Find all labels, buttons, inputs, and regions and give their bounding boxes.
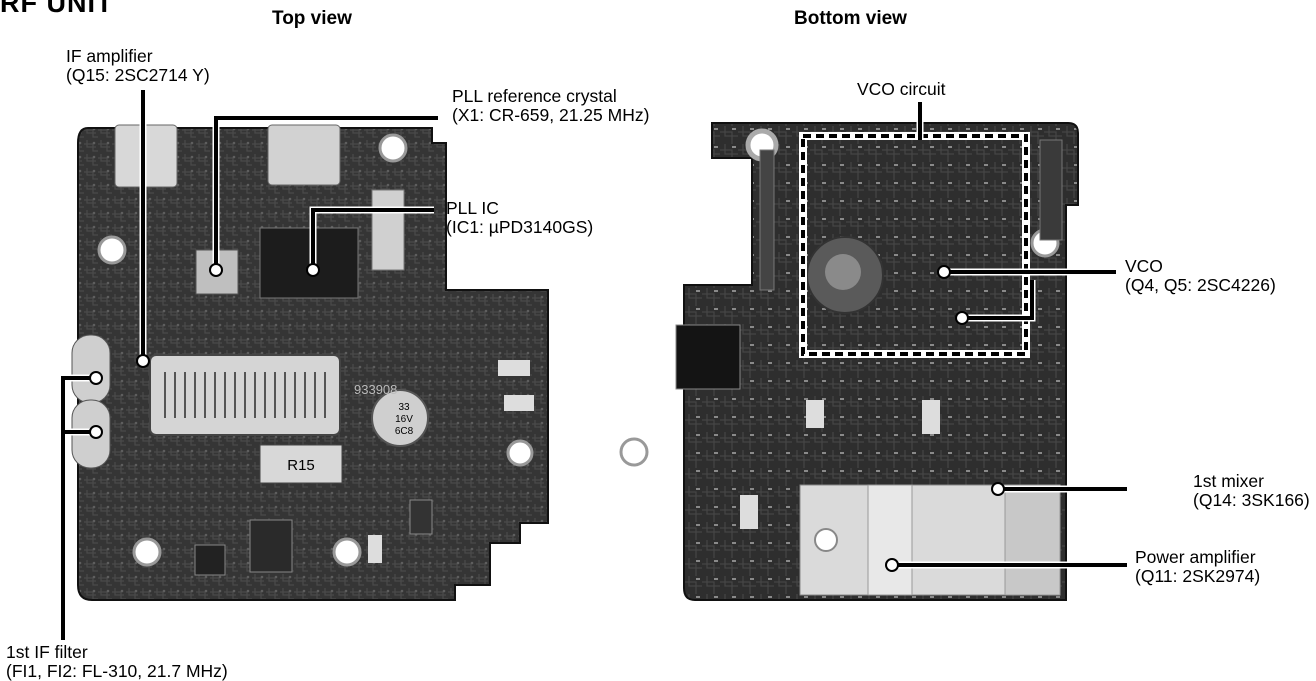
cap-marking: 6C8 <box>395 426 414 437</box>
label-vco: VCO (Q4, Q5: 2SC4226) <box>1125 257 1276 295</box>
label-vco-circuit: VCO circuit <box>857 80 945 99</box>
pin-row <box>1039 139 1063 241</box>
resistor-r15 <box>259 444 343 484</box>
bottom-view-board <box>619 122 1079 601</box>
pll-ic-component <box>259 227 359 299</box>
label-name: PLL reference crystal <box>452 86 617 106</box>
electrolytic-capacitor <box>371 389 429 447</box>
smd-part <box>806 400 824 428</box>
mount-hole <box>619 437 649 467</box>
mount-hole <box>97 235 127 265</box>
mount-hole <box>506 439 534 467</box>
leader-dot-fi1 <box>89 371 103 385</box>
mount-hole <box>132 537 162 567</box>
smd-part <box>504 395 534 411</box>
top-view-board: 33 16V 6C8 933908 R15 <box>71 124 549 601</box>
mount-hole <box>378 133 408 163</box>
label-name: IF amplifier <box>66 46 153 66</box>
mount-hole <box>332 537 362 567</box>
board-code: 933908 <box>354 382 397 397</box>
smd-part <box>498 360 530 376</box>
cap-marking: 33 <box>398 402 410 413</box>
leader-dot-mixer <box>991 482 1005 496</box>
smd-part <box>922 400 940 434</box>
leader-dot-vco-q5 <box>955 311 969 325</box>
transistor <box>194 544 226 576</box>
label-name: VCO circuit <box>857 79 946 99</box>
smd-part <box>368 535 382 563</box>
label-part: (Q14: 3SK166) <box>1193 490 1310 510</box>
label-name: Power amplifier <box>1135 547 1256 567</box>
leader-dot-pll-ic <box>306 263 320 277</box>
cap-marking: 16V <box>395 414 413 425</box>
label-pll-ic: PLL IC (IC1: µPD3140GS) <box>446 199 593 237</box>
mount-hole <box>814 528 838 552</box>
label-name: VCO <box>1125 256 1163 276</box>
leader-dot-pll-crystal <box>209 263 223 277</box>
leader-dot-fi2 <box>89 425 103 439</box>
label-name: 1st mixer <box>1193 471 1264 491</box>
label-name: 1st IF filter <box>6 642 88 662</box>
smd-part <box>740 495 758 529</box>
resistor-marking: R15 <box>287 457 315 474</box>
label-1st-mixer: 1st mixer (Q14: 3SK166) <box>1193 472 1310 510</box>
leader-dot-power-amp <box>885 558 899 572</box>
label-part: (X1: CR-659, 21.25 MHz) <box>452 105 650 125</box>
leader-dot-if-amp <box>136 354 150 368</box>
leader-dots <box>89 263 1005 572</box>
label-name: PLL IC <box>446 198 499 218</box>
if-filter-fi1 <box>71 334 111 404</box>
label-part: (IC1: µPD3140GS) <box>446 217 594 237</box>
label-part: (FI1, FI2: FL-310, 21.7 MHz) <box>6 661 228 681</box>
label-pll-reference-crystal: PLL reference crystal (X1: CR-659, 21.25… <box>452 87 649 125</box>
vco-circuit-box <box>801 134 1028 356</box>
leader-dot-vco-q4 <box>937 265 951 279</box>
label-if-amplifier: IF amplifier (Q15: 2SC2714 Y) <box>66 47 210 85</box>
bottom-ic <box>675 324 741 390</box>
label-power-amplifier: Power amplifier (Q11: 2SK2974) <box>1135 548 1260 586</box>
page-title: RF UNIT <box>0 0 114 18</box>
side-connector <box>371 189 405 271</box>
vco-trimmer-knob <box>825 254 861 290</box>
pin-row <box>759 149 775 291</box>
leader-lines <box>61 90 1127 640</box>
top-view-title: Top view <box>272 8 352 29</box>
label-part: (Q11: 2SK2974) <box>1135 566 1261 586</box>
label-part: (Q15: 2SC2714 Y) <box>66 65 210 85</box>
bottom-view-title: Bottom view <box>794 8 907 29</box>
inductor <box>249 519 293 573</box>
power-amp-tab <box>867 484 913 596</box>
shield-part <box>1004 484 1061 596</box>
smd-part <box>409 499 433 535</box>
top-crystal-can-right <box>267 124 341 186</box>
label-1st-if-filter: 1st IF filter (FI1, FI2: FL-310, 21.7 MH… <box>6 643 228 681</box>
label-part: (Q4, Q5: 2SC4226) <box>1125 275 1276 295</box>
